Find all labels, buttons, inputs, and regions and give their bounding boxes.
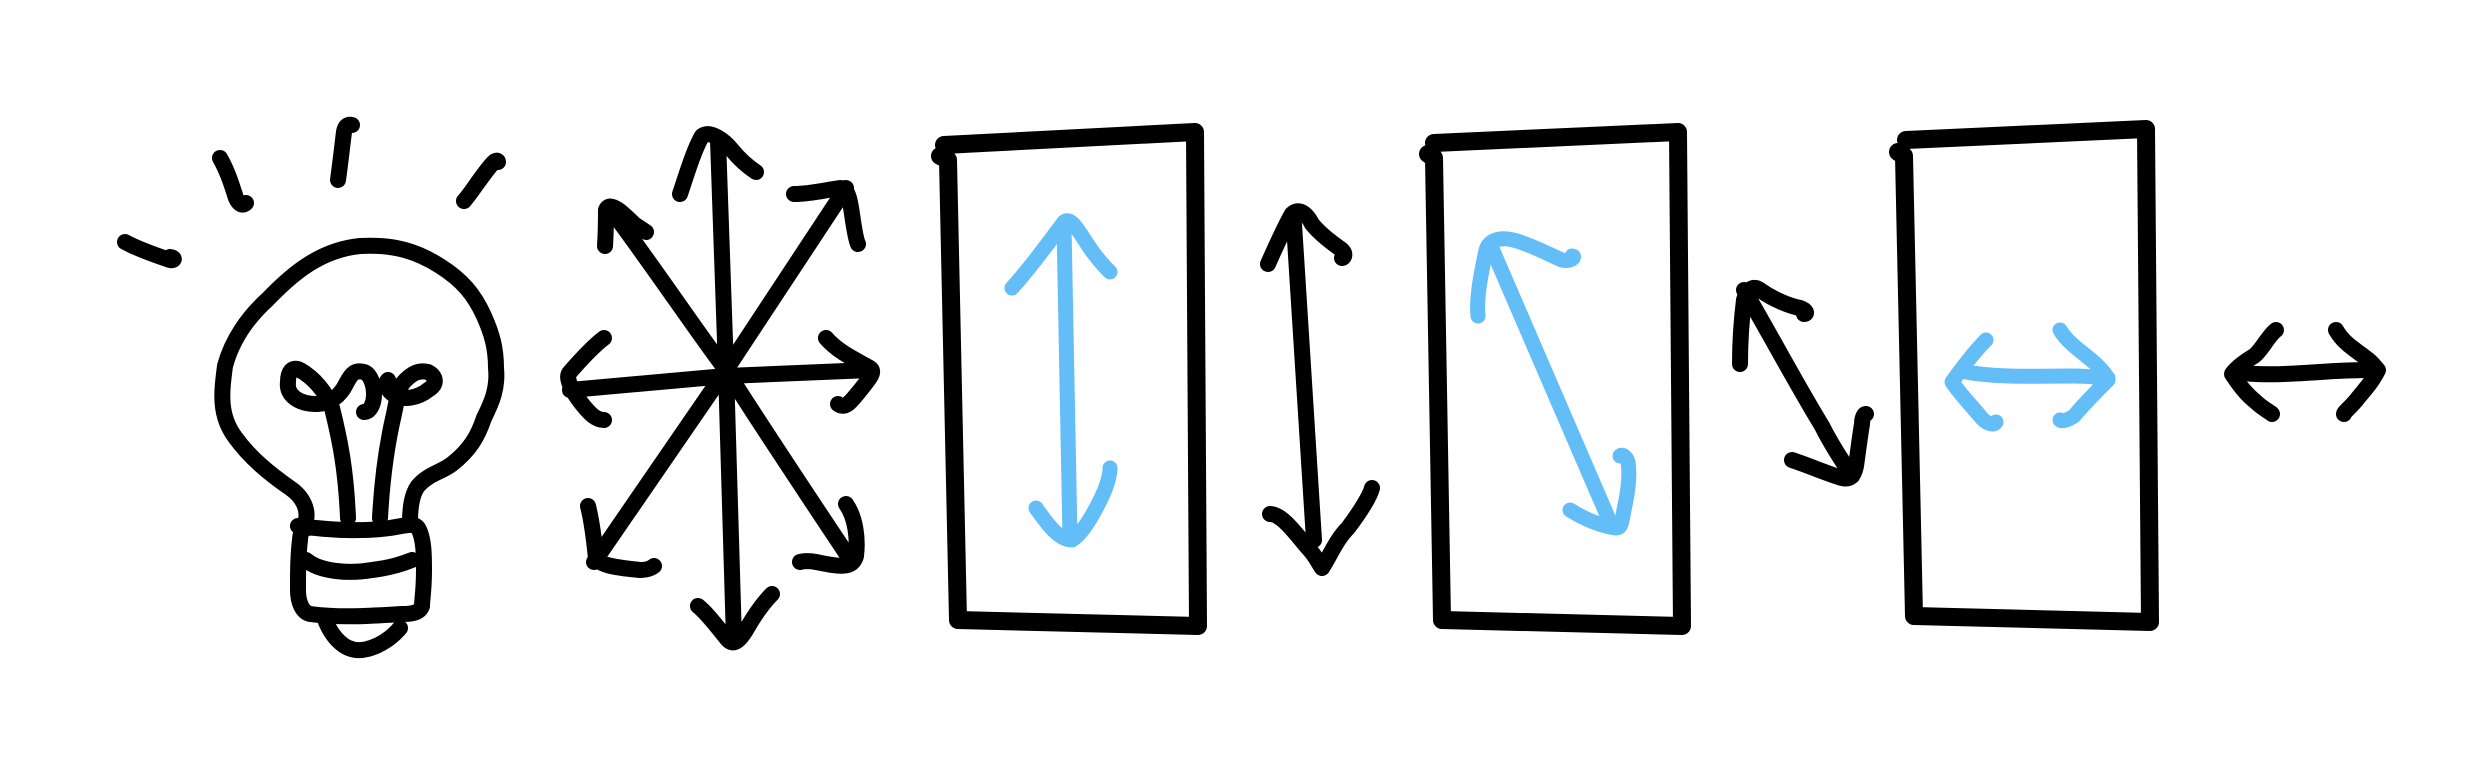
blue-vertical-arrow-head-bottom [1028,460,1118,548]
rectangle-3-outline [1889,120,2159,631]
lightbulb-ray-top [330,116,360,188]
horizontal-double-arrow-icon [2224,322,2386,422]
horizontal-double-arrow-head-left [2224,322,2284,422]
diagonal-double-arrow-shaft [1736,282,1860,484]
arrowhead-top-right [786,180,866,252]
lightbulb-globe [214,237,505,531]
lightbulb-ray-left [117,234,182,269]
lightbulb-ray-upper-right [456,152,506,209]
blue-horizontal-arrow-shaft [1958,364,2116,386]
radiating-arrows-icon [560,126,880,651]
arrowhead-bottom-right [792,496,865,574]
arrowhead-bottom-left [580,498,662,578]
blue-vertical-arrow-head-top [1004,213,1118,296]
lightbulb-ray-upper-left [212,150,254,213]
spoke-diagonal-nw-se [606,206,856,564]
diagonal-double-arrow-head-bottom [1784,406,1874,487]
rectangle-diagonal-arrow-icon [1419,123,1691,635]
blue-diagonal-arrow-head-top [1470,231,1582,324]
blue-diagonal-arrow-shaft [1482,236,1618,530]
horizontal-double-arrow-head-right [2328,322,2386,422]
blue-horizontal-arrow-icon [1944,322,2116,432]
blue-horizontal-arrow-head-right [2052,322,2116,429]
blue-diagonal-arrow-head-bottom [1562,447,1637,536]
horizontal-double-arrow-shaft [2228,362,2384,383]
diagonal-double-arrow-icon [1732,280,1874,487]
vertical-double-arrow-icon [1260,203,1380,576]
lightbulb-base-top [290,516,432,625]
lightbulb-filament-right [372,363,443,526]
rectangle-vertical-arrow-icon [931,123,1207,635]
arrowhead-top-left [597,198,654,254]
vertical-double-arrow-shaft [1286,216,1322,548]
lightbulb-icon [117,116,506,659]
lightbulb-filament-left [279,360,382,526]
lightbulb-base-tip [318,614,408,659]
blue-horizontal-arrow-head-left [1944,332,2004,432]
lightbulb-base-band [298,552,420,580]
blue-vertical-arrow-shaft [1056,218,1078,546]
blue-vertical-arrow-icon [1004,213,1118,548]
vertical-double-arrow-head-top [1260,203,1353,272]
arrowhead-bottom [690,586,780,651]
arrowhead-left [560,330,612,428]
rectangle-1-outline [931,123,1207,635]
arrowhead-top [672,126,764,202]
rectangle-2-outline [1419,123,1691,635]
diagonal-double-arrow-head-top [1732,280,1814,372]
vertical-double-arrow-head-bottom [1262,480,1380,576]
rectangle-horizontal-arrow-icon [1889,120,2159,631]
arrowhead-right [818,330,880,414]
blue-diagonal-arrow-icon [1470,231,1637,536]
